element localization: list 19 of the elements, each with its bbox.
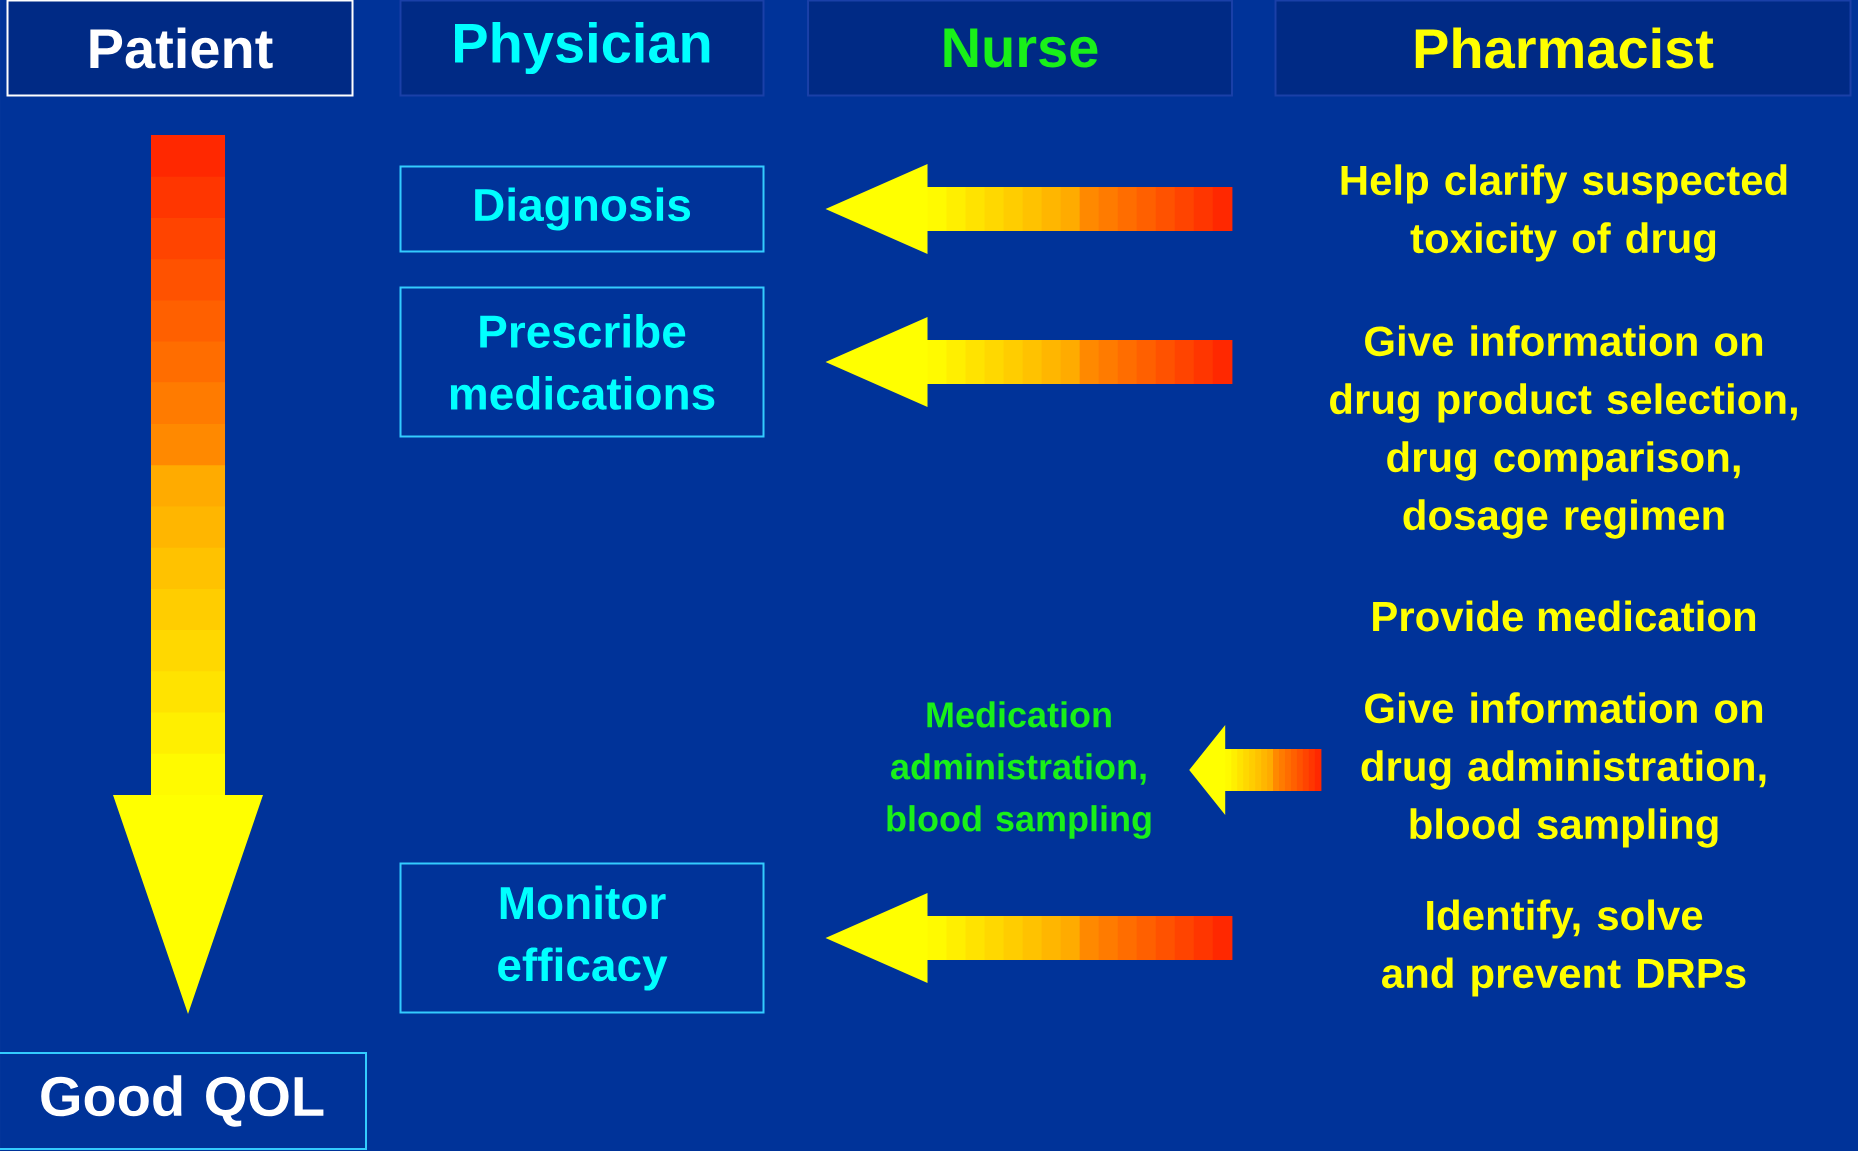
block-arrow (825, 164, 1233, 254)
nurse-text: Medication administration, blood sampling (887, 701, 1151, 839)
pharmacist-text: Help clarify suspected toxicity of drug (1341, 164, 1787, 262)
process-box: Diagnosis (399, 165, 765, 253)
header-box: Physician (399, 0, 765, 97)
result-box: Good QOL (0, 1052, 367, 1150)
note-text: Provide medication (1373, 600, 1756, 632)
block-arrow (825, 893, 1233, 983)
block-arrow (825, 317, 1233, 407)
process-box: Monitor efficacy (399, 862, 765, 1014)
block-arrow (1189, 725, 1322, 815)
pharmacist-text: Give information on drug product selection, drug comparison, dosage regimen (1330, 325, 1797, 539)
header-box: Patient (6, 0, 354, 97)
pharmacist-text: Give information on drug administration, blood sampling (1361, 692, 1766, 848)
pharmacist-text: Identify, solve and prevent DRPs (1382, 899, 1746, 997)
header-box: Nurse (807, 0, 1233, 97)
process-box: Prescribe medications (399, 286, 765, 438)
header-box: Pharmacist (1274, 0, 1852, 97)
block-arrow (113, 134, 263, 1014)
